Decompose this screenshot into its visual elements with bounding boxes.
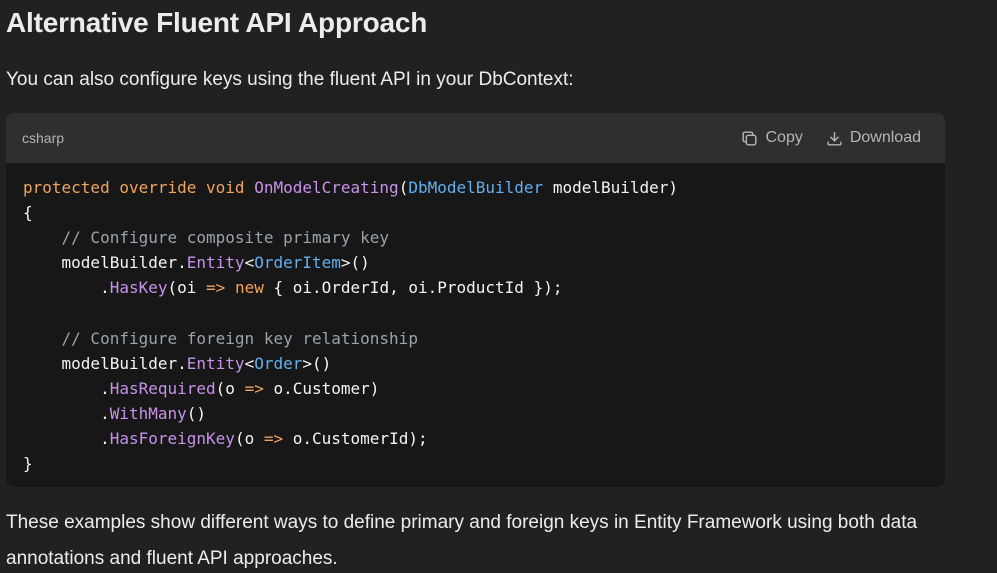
code-token: Order bbox=[254, 353, 303, 373]
code-token: . bbox=[23, 428, 110, 448]
code-line: } bbox=[23, 451, 928, 476]
code-line bbox=[23, 300, 928, 325]
intro-paragraph: You can also configure keys using the fl… bbox=[6, 69, 574, 90]
code-block: csharp Copy Download bbox=[6, 113, 945, 487]
code-token: modelBuilder. bbox=[23, 353, 187, 373]
code-token: (oi bbox=[167, 278, 207, 298]
code-token: modelBuilder. bbox=[23, 253, 187, 273]
code-language-label: csharp bbox=[22, 130, 65, 146]
code-token: DbModelBuilder bbox=[408, 178, 544, 197]
code-token: OrderItem bbox=[254, 253, 341, 273]
download-label: Download bbox=[849, 129, 921, 146]
copy-label: Copy bbox=[765, 129, 803, 146]
code-token: => bbox=[206, 278, 226, 298]
code-token: o.CustomerId); bbox=[283, 428, 428, 448]
code-line: modelBuilder.Entity<Order>() bbox=[23, 351, 928, 376]
code-token: () bbox=[186, 403, 207, 423]
code-token: modelBuilder) bbox=[543, 178, 679, 197]
outro-paragraph: These examples show different ways to de… bbox=[6, 512, 918, 569]
code-actions: Copy Download bbox=[740, 129, 921, 148]
code-token: } bbox=[23, 454, 33, 474]
code-token: HasKey bbox=[109, 278, 168, 298]
download-button[interactable]: Download bbox=[825, 129, 921, 148]
code-body: protected override void OnModelCreating(… bbox=[6, 163, 945, 476]
download-icon bbox=[827, 131, 842, 146]
code-header: csharp Copy Download bbox=[6, 113, 945, 163]
code-line: { bbox=[23, 200, 928, 225]
code-token: . bbox=[23, 378, 110, 398]
code-token: => bbox=[244, 378, 264, 398]
code-token: { oi.OrderId, oi.ProductId }); bbox=[263, 278, 563, 298]
code-token: < bbox=[244, 253, 255, 273]
code-token: { bbox=[23, 203, 33, 223]
section-heading: Alternative Fluent API Approach bbox=[6, 7, 428, 38]
code-token: // Configure composite primary key bbox=[23, 228, 390, 248]
code-token: WithMany bbox=[109, 403, 187, 423]
code-token: // Configure foreign key relationship bbox=[23, 328, 418, 348]
code-token: o.Customer) bbox=[263, 378, 380, 398]
code-token: HasRequired bbox=[109, 378, 216, 398]
code-token bbox=[225, 278, 235, 297]
code-line: modelBuilder.Entity<OrderItem>() bbox=[23, 250, 928, 275]
code-token: >() bbox=[340, 253, 370, 273]
code-line: .HasRequired(o => o.Customer) bbox=[23, 376, 928, 401]
code-token: (o bbox=[215, 378, 245, 398]
code-token: < bbox=[244, 353, 255, 373]
code-line: protected override void OnModelCreating(… bbox=[23, 175, 928, 200]
code-line: .HasKey(oi => new { oi.OrderId, oi.Produ… bbox=[23, 275, 928, 300]
code-token: new bbox=[234, 278, 264, 298]
code-token: HasForeignKey bbox=[109, 428, 235, 448]
code-line: // Configure composite primary key bbox=[23, 225, 928, 250]
code-token: protected override void bbox=[23, 178, 255, 197]
code-token: Entity bbox=[186, 253, 245, 273]
code-token: (o bbox=[234, 428, 264, 448]
code-line: .HasForeignKey(o => o.CustomerId); bbox=[23, 426, 928, 451]
code-token: ( bbox=[398, 178, 409, 197]
code-line: // Configure foreign key relationship bbox=[23, 326, 928, 351]
code-token: . bbox=[23, 278, 110, 298]
copy-icon bbox=[742, 130, 758, 146]
copy-button[interactable]: Copy bbox=[740, 129, 803, 148]
code-token: Entity bbox=[186, 353, 245, 373]
code-token: >() bbox=[302, 353, 332, 373]
code-token: OnModelCreating bbox=[254, 178, 399, 197]
code-token: => bbox=[263, 428, 284, 448]
code-line: .WithMany() bbox=[23, 401, 928, 426]
code-token: . bbox=[23, 403, 110, 423]
